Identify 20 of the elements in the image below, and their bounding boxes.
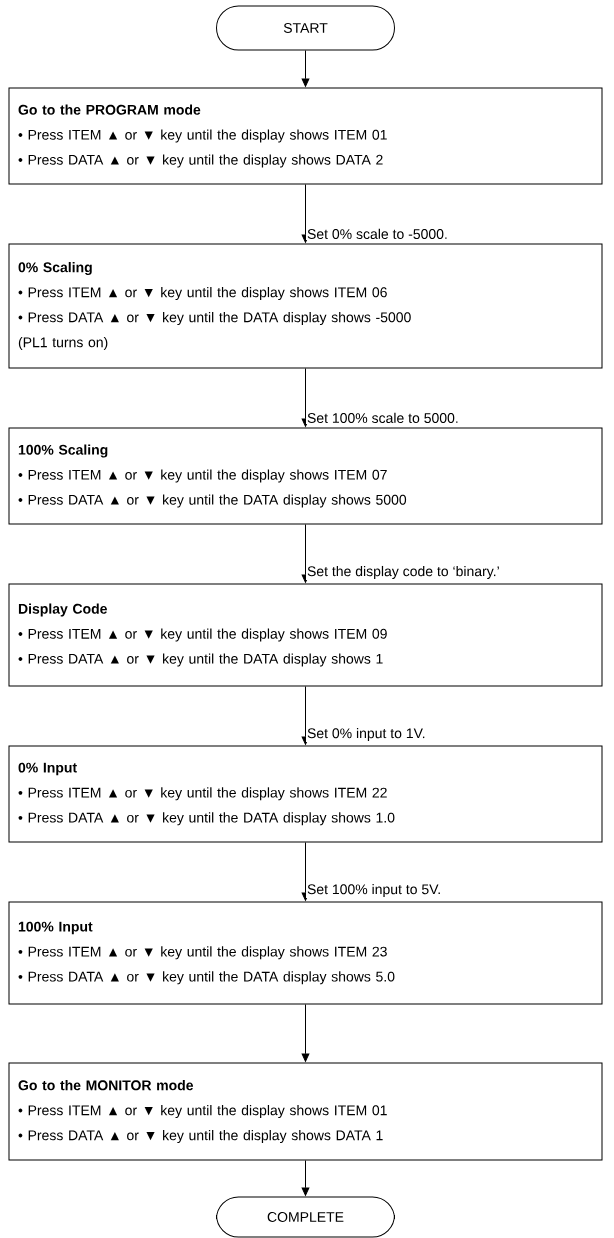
step-box: 100% Input • Press ITEM ▲ or ▼ key until the display shows ITEM 23 • Press DATA ▲ or ▼ key until the DATA display shows 5.0 — [8, 901, 603, 1005]
arrow — [301, 184, 310, 243]
edge-label: Set 0% input to 1V. — [306, 726, 427, 742]
arrow — [301, 1004, 310, 1062]
arrow — [301, 368, 310, 427]
arrow — [301, 1160, 310, 1196]
edge-label: Set 0% scale to -5000. — [306, 227, 449, 240]
arrow — [301, 842, 310, 901]
step-box: 100% Scaling • Press ITEM ▲ or ▼ key until the display shows ITEM 07 • Press DATA ▲ or ▼ key until the DATA display shows 5000 — [8, 427, 603, 525]
step-box: Display Code • Press ITEM ▲ or ▼ key until the display shows ITEM 09 • Press DATA ▲ or ▼ key until the DATA display shows 1 — [8, 583, 603, 687]
edge-label: Set 100% input to 5V. — [306, 882, 443, 898]
arrow — [301, 524, 310, 583]
step-box: 0% Scaling • Press ITEM ▲ or ▼ key until the display shows ITEM 06 • Press DATA ▲ or ▼ key until the DATA display shows -5000 (PL1 turns on) — [8, 243, 603, 369]
step-box: 0% Input • Press ITEM ▲ or ▼ key until the display shows ITEM 22 • Press DATA ▲ or ▼ key until the DATA display shows 1.0 — [8, 745, 603, 843]
step-box: Go to the MONITOR mode • Press ITEM ▲ or ▼ key until the display shows ITEM 01 • Press DATA ▲ or ▼ key until the display shows DATA 1 — [8, 1062, 603, 1161]
step-box: Go to the PROGRAM mode • Press ITEM ▲ or ▼ key until the display shows ITEM 01 • Press DATA ▲ or ▼ key until the display shows DATA 2 — [8, 87, 603, 185]
arrow — [301, 50, 310, 87]
arrow — [301, 686, 310, 745]
edge-label: Set 100% scale to 5000. — [306, 411, 460, 424]
edge-label: Set the display code to ‘binary.’ — [306, 564, 501, 580]
